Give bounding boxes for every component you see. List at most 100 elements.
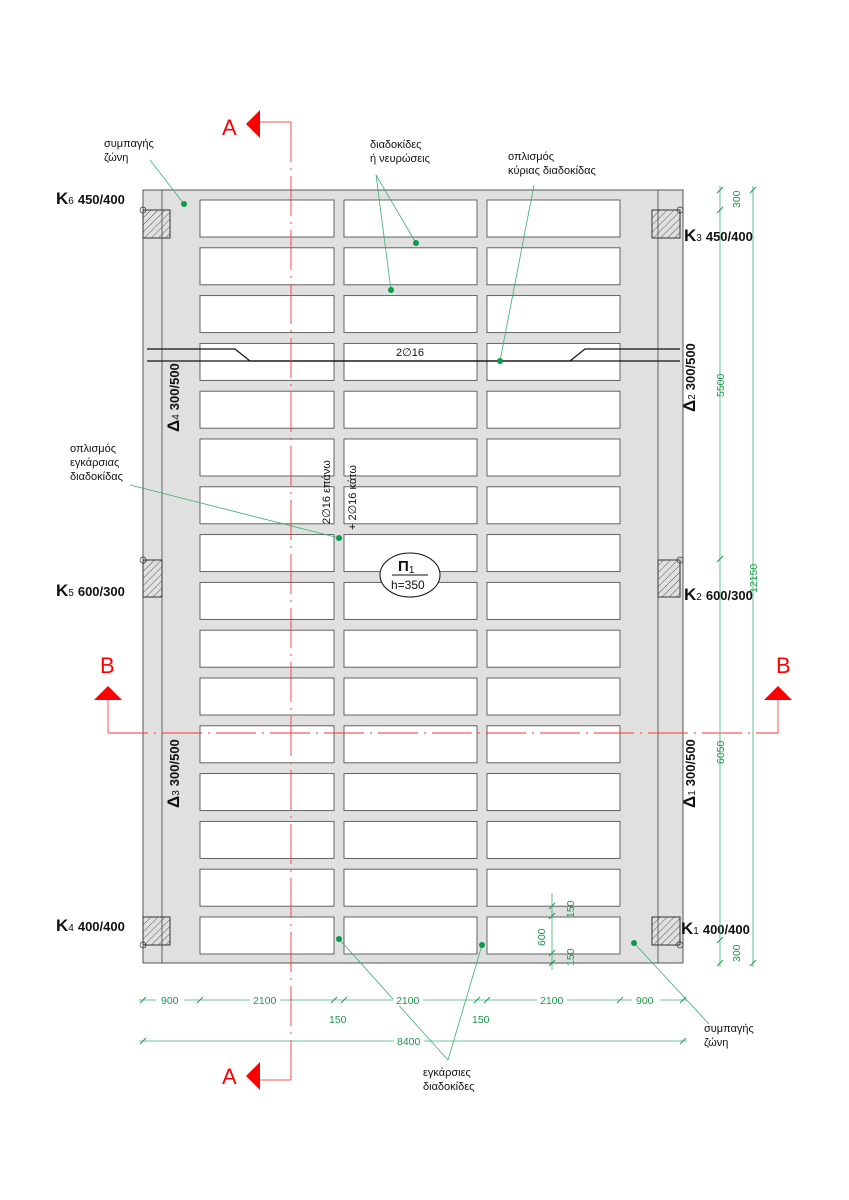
transverse-rebar-bottom-label: + 2∅16 κάτω [347,465,359,530]
void-block [486,534,621,573]
void-block [199,199,335,238]
dimension-tick [548,902,556,910]
void-block [486,581,621,620]
dimension-tick [139,1037,147,1045]
void-block [486,868,621,907]
void-block [199,295,335,334]
section-b-line [94,686,792,734]
void-block [199,820,335,859]
void-block [486,438,621,477]
dimension-tick [483,996,491,1004]
column-k2 [657,559,681,598]
dimension-tick [716,186,724,194]
dim-900-right: 900 [636,995,654,1007]
void-block [486,725,621,764]
beam-label-d3: Δ3300/500 [164,739,183,808]
dimension-tick [548,959,556,967]
dim-150-bottom: 150 [565,948,577,966]
dim-600: 600 [536,928,548,946]
dimension-tick [340,996,348,1004]
void-block [343,868,478,907]
void-block [486,247,621,286]
void-block [199,773,335,812]
dim-2100-3: 2100 [540,995,564,1007]
dimension-tick [330,996,338,1004]
section-a-top: A [222,115,237,140]
void-block [486,199,621,238]
column-k1 [651,916,681,946]
void-block [343,820,478,859]
section-a-line [246,110,292,1090]
dimension-tick [716,959,724,967]
columns [139,206,684,949]
dimension-tick [616,996,624,1004]
section-b-left: B [100,653,115,678]
void-block [199,868,335,907]
main-rebar-label: 2∅16 [396,347,424,359]
dimension-tick [473,996,481,1004]
dim-300-top: 300 [731,190,743,208]
dim-150-top: 150 [565,900,577,918]
column-k4 [142,916,171,946]
void-block [486,820,621,859]
void-block [343,486,478,525]
dimension-tick [716,936,724,944]
dimension-tick [548,912,556,920]
dim-12150: 12150 [748,564,760,593]
void-block [343,247,478,286]
dim-2100-1: 2100 [253,995,277,1007]
void-block [199,534,335,573]
void-block [343,725,478,764]
slab-height: h=350 [391,578,425,592]
dim-900-left: 900 [161,995,179,1007]
void-block [343,199,478,238]
void-block [486,629,621,668]
void-block [199,629,335,668]
section-a-bottom: A [222,1064,237,1089]
dimension-tick [749,186,757,194]
dimension-tick [749,959,757,967]
void-block [343,342,478,381]
dim-150-2: 150 [472,1014,490,1026]
void-block [343,438,478,477]
dimension-tick [716,555,724,563]
dimension-tick [716,206,724,214]
void-block [486,486,621,525]
void-block [343,629,478,668]
void-block [343,390,478,429]
void-block [343,677,478,716]
dim-300-bottom: 300 [731,944,743,962]
slab-tag: Π1 h=350 [379,552,441,598]
dim-6050: 6050 [715,740,727,764]
dim-150-1: 150 [329,1014,347,1026]
dim-2100-2: 2100 [396,995,420,1007]
void-block [486,773,621,812]
column-k6 [142,209,171,239]
dim-8400: 8400 [397,1036,421,1048]
beam-label-d1: Δ1300/500 [680,739,699,808]
void-block [486,916,621,955]
void-block [199,390,335,429]
void-block [199,916,335,955]
void-block [343,773,478,812]
transverse-rebar-top-label: 2∅16 επάνω [321,460,333,524]
main-rebar [147,348,680,362]
void-block [343,295,478,334]
dimension-ticks [139,186,757,1045]
beam-label-d2: Δ2300/500 [680,343,699,412]
void-blocks [199,199,621,955]
void-block [486,390,621,429]
column-k5 [142,559,163,598]
void-block [199,725,335,764]
dimension-labels: 900 2100 2100 2100 900 150 150 8400 300 … [156,190,760,1048]
